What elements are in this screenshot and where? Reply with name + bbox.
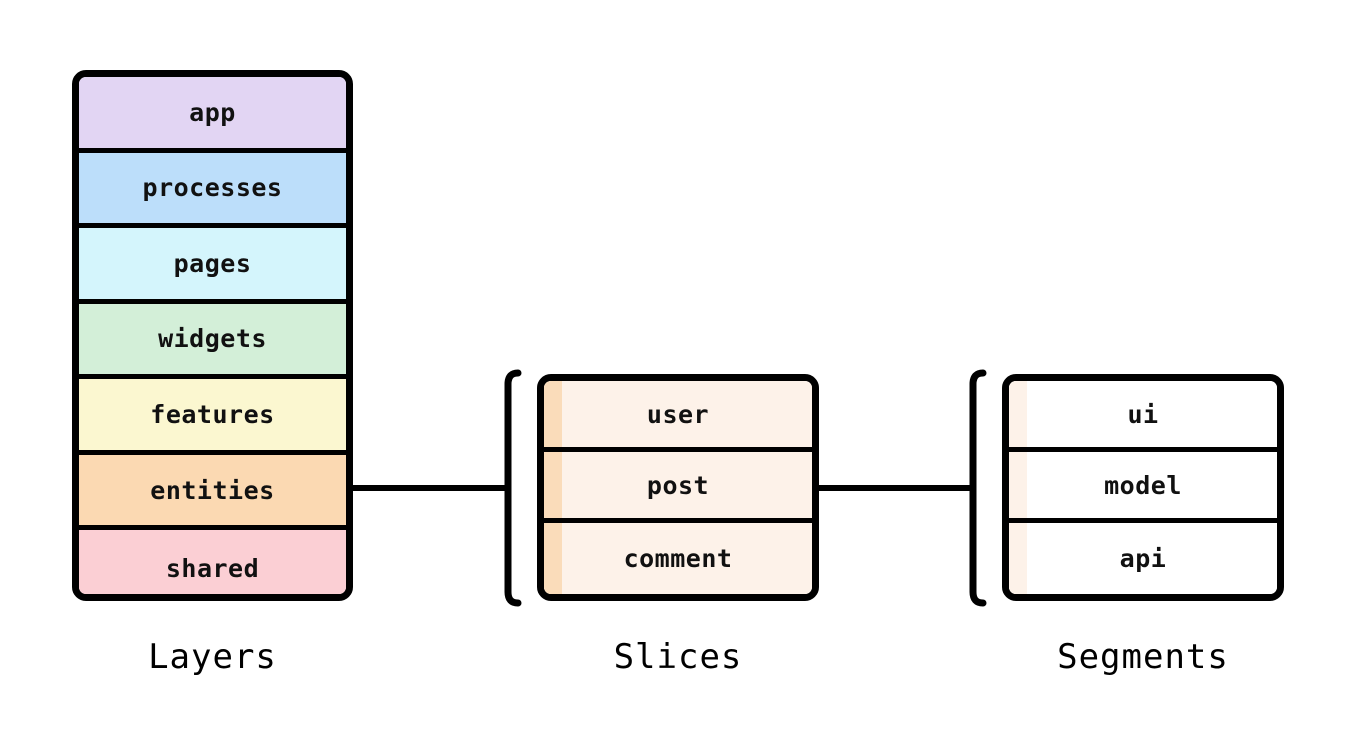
- caption-segments: Segments: [1057, 637, 1229, 677]
- slice-row-post[interactable]: post: [544, 452, 812, 523]
- segment-label-api: api: [1119, 544, 1167, 573]
- segment-accent-strip: [1009, 381, 1027, 447]
- slice-accent-strip: [544, 452, 562, 518]
- layer-label-entities: entities: [150, 475, 275, 505]
- segments-stack: ui model api: [1002, 374, 1284, 601]
- layer-label-processes: processes: [142, 173, 283, 203]
- layer-row-pages[interactable]: pages: [79, 228, 346, 304]
- slice-accent-strip: [544, 381, 562, 447]
- layers-stack: app processes pages widgets features ent…: [72, 70, 353, 601]
- layer-label-shared: shared: [165, 553, 260, 583]
- layer-label-pages: pages: [173, 248, 252, 278]
- segment-accent-strip: [1009, 523, 1027, 594]
- slice-row-comment[interactable]: comment: [544, 523, 812, 594]
- segment-row-ui[interactable]: ui: [1009, 381, 1277, 452]
- segment-label-ui: ui: [1127, 399, 1159, 429]
- slice-accent-strip: [544, 523, 562, 594]
- connector-slices-to-segments: [818, 485, 971, 491]
- slice-label-comment: comment: [623, 544, 733, 573]
- slice-row-user[interactable]: user: [544, 381, 812, 452]
- layer-label-widgets: widgets: [158, 324, 267, 354]
- layer-label-features: features: [150, 400, 275, 430]
- layer-row-processes[interactable]: processes: [79, 152, 346, 229]
- bracket-slices-icon: [494, 368, 522, 612]
- slices-stack: user post comment: [537, 374, 819, 601]
- slice-label-user: user: [646, 399, 710, 429]
- slice-label-post: post: [646, 470, 710, 500]
- segment-row-api[interactable]: api: [1009, 523, 1277, 594]
- layer-row-features[interactable]: features: [79, 379, 346, 455]
- bracket-segments-icon: [959, 368, 987, 612]
- caption-slices: Slices: [613, 637, 743, 677]
- layer-row-widgets[interactable]: widgets: [79, 303, 346, 380]
- layer-row-app[interactable]: app: [79, 77, 346, 153]
- layer-row-entities[interactable]: entities: [79, 454, 346, 531]
- segment-label-model: model: [1104, 470, 1182, 500]
- segment-row-model[interactable]: model: [1009, 452, 1277, 523]
- connector-layers-to-slices: [352, 485, 506, 491]
- segment-accent-strip: [1009, 452, 1027, 518]
- layer-label-app: app: [189, 97, 236, 127]
- caption-layers: Layers: [148, 637, 277, 677]
- layer-row-shared[interactable]: shared: [79, 530, 346, 594]
